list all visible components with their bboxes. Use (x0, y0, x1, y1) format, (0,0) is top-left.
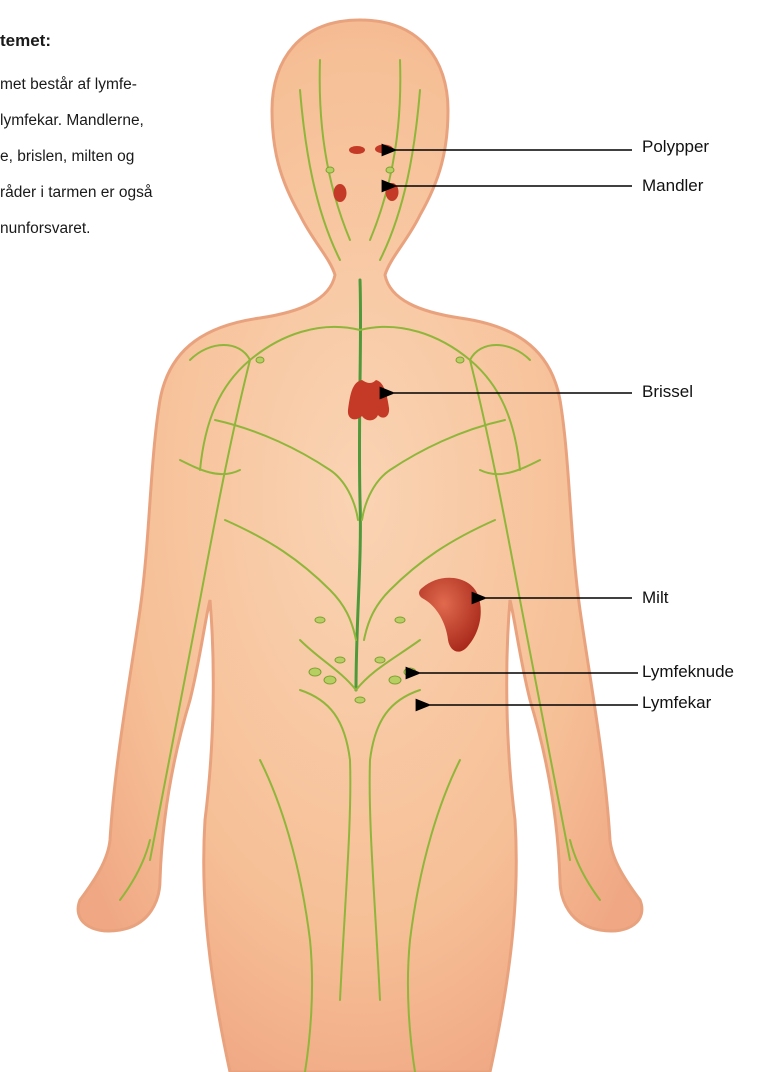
label-lymfekar: Lymfekar (642, 693, 711, 713)
label-mandler: Mandler (642, 176, 703, 196)
label-polypper: Polypper (642, 137, 709, 157)
label-lymfeknude: Lymfeknude (642, 662, 734, 682)
intro-line-5: nunforsvaret. (0, 220, 90, 238)
intro-line-2: lymfekar. Mandlerne, (0, 112, 144, 130)
label-milt: Milt (642, 588, 668, 608)
intro-line-3: e, brislen, milten og (0, 148, 134, 166)
intro-heading: temet: (0, 31, 51, 51)
intro-line-1: met består af lymfe- (0, 76, 137, 94)
label-brissel: Brissel (642, 382, 693, 402)
thymus (348, 380, 389, 420)
intro-line-4: råder i tarmen er også (0, 184, 153, 202)
